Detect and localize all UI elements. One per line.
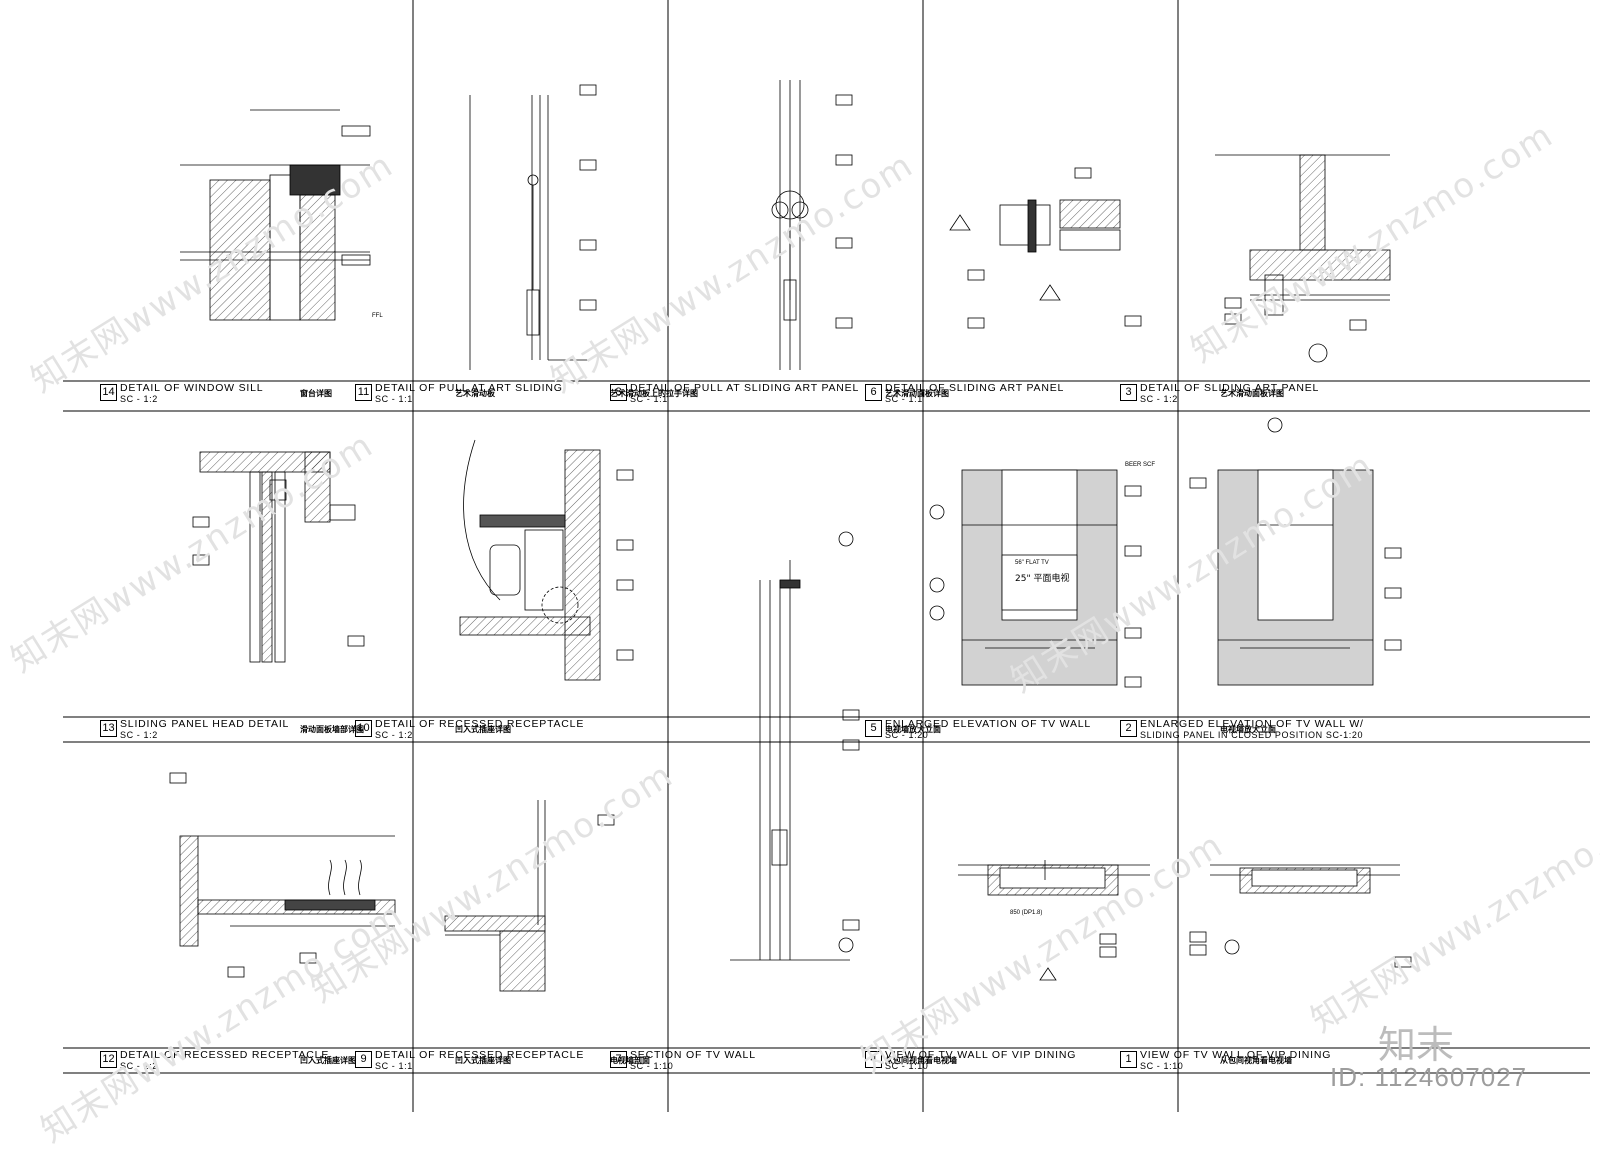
tv-note-label: 56" FLAT TV: [1015, 560, 1049, 566]
detail-title-cn: 窗台详图: [300, 389, 332, 398]
detail-scale: SC - 1:20: [885, 730, 929, 740]
floor-level-label: FFL: [372, 313, 383, 319]
detail-number: 3: [1120, 384, 1137, 401]
detail-8-drawing: [771, 80, 853, 370]
detail-title-cn: 艺术滑动面板详图: [1220, 389, 1284, 398]
detail-scale: SC - 1:1: [885, 394, 923, 404]
detail-number: 7: [610, 1051, 627, 1068]
detail-scale: SC - 1:2: [120, 730, 158, 740]
detail-4-drawing: [958, 860, 1150, 981]
detail-6-drawing: [949, 167, 1142, 329]
detail-number: 5: [865, 720, 882, 737]
detail-scale: SC - 1:10: [885, 1061, 929, 1071]
detail-title: DETAIL OF PULL AT ART SLIDING: [375, 382, 563, 394]
detail-title: VIEW OF TV WALL OF VIP DINING: [885, 1049, 1077, 1061]
detail-3-drawing: [1215, 154, 1391, 363]
detail-12-drawing: [169, 772, 396, 978]
detail-title-cn: 从包间视角看电视墙: [1220, 1056, 1292, 1065]
detail-title: ENLARGED ELEVATION OF TV WALL: [885, 718, 1092, 730]
detail-number: 9: [355, 1051, 372, 1068]
detail-number: 1: [1120, 1051, 1137, 1068]
detail-title: DETAIL OF PULL AT SLIDING ART PANEL: [630, 382, 860, 394]
detail-title-cn: 凹入式插座详图: [455, 1056, 511, 1065]
detail-scale: SC - 1:1: [375, 1061, 413, 1071]
detail-2-drawing: [1189, 417, 1402, 686]
detail-title-cn: 从包间视角看电视墙: [885, 1056, 957, 1065]
detail-title-cn: 凹入式插座详图: [300, 1056, 356, 1065]
image-id: ID: 1124607027: [1330, 1062, 1528, 1092]
detail-scale: SC - 1:2: [1140, 394, 1178, 404]
detail-11-drawing: [469, 84, 597, 370]
detail-title: SECTION OF TV WALL: [630, 1049, 756, 1061]
detail-number: 2: [1120, 720, 1137, 737]
detail-title-cn: 电视墙放大立面: [1220, 725, 1276, 734]
detail-title: VIEW OF TV WALL OF VIP DINING: [1140, 1049, 1332, 1061]
detail-number: 13: [100, 720, 117, 737]
detail-title: SLIDING PANEL HEAD DETAIL: [120, 718, 290, 730]
detail-title-cn: 艺术滑动板上的拉手详图: [610, 389, 698, 398]
detail-title-cn: 滑动面板墙部详图: [300, 725, 364, 734]
detail-title-cn: 艺术滑动板: [455, 389, 495, 398]
detail-scale: SC - 1:2: [120, 394, 158, 404]
detail-number: 8: [610, 384, 627, 401]
detail-scale: SLIDING PANEL IN CLOSED POSITION SC-1:20: [1140, 730, 1364, 740]
detail-scale: SC - 1:2: [375, 730, 413, 740]
detail-14-drawing: [180, 109, 371, 321]
detail-scale: SC - 1:1: [630, 394, 668, 404]
detail-number: 14: [100, 384, 117, 401]
detail-number: 6: [865, 384, 882, 401]
detail-title: DETAIL OF WINDOW SILL: [120, 382, 264, 394]
ceiling-note-label: BEER SCF: [1125, 462, 1156, 468]
detail-number: 4: [865, 1051, 882, 1068]
brand-logo: 知末: [1378, 1023, 1455, 1067]
detail-1-drawing: [1189, 864, 1412, 968]
detail-10-drawing: [459, 439, 634, 681]
detail-title: DETAIL OF RECESSED RECEPTACLE: [375, 718, 585, 730]
detail-number: 12: [100, 1051, 117, 1068]
dimension-label: 850 (DP1.8): [1010, 910, 1043, 916]
detail-title-cn: 艺术滑动面板详图: [885, 389, 949, 398]
detail-title-cn: 凹入式插座详图: [455, 725, 511, 734]
detail-title: DETAIL OF SLIDING ART PANEL: [1140, 382, 1320, 394]
detail-title: DETAIL OF SLIDING ART PANEL: [885, 382, 1065, 394]
detail-number: 10: [355, 720, 372, 737]
detail-scale: SC - 1:2: [120, 1061, 158, 1071]
detail-scale: SC - 1:10: [630, 1061, 674, 1071]
detail-13-drawing: [192, 451, 365, 663]
detail-title-cn: 电视墙剖面: [610, 1056, 650, 1065]
detail-9-drawing: [444, 800, 615, 992]
detail-scale: SC - 1:10: [1140, 1061, 1184, 1071]
detail-title: DETAIL OF RECESSED RECEPTACLE: [375, 1049, 585, 1061]
detail-title: ENLARGED ELEVATION OF TV WALL W/: [1140, 718, 1364, 730]
detail-scale: SC - 1:1: [375, 394, 413, 404]
detail-title: DETAIL OF RECESSED RECEPTACLE: [120, 1049, 330, 1061]
tv-size-label: 25" 平面电视: [1015, 574, 1070, 584]
detail-7-drawing: [730, 531, 860, 961]
detail-5-drawing: [929, 469, 1142, 688]
detail-title-cn: 电视墙放大立面: [885, 725, 941, 734]
detail-number: 11: [355, 384, 372, 401]
